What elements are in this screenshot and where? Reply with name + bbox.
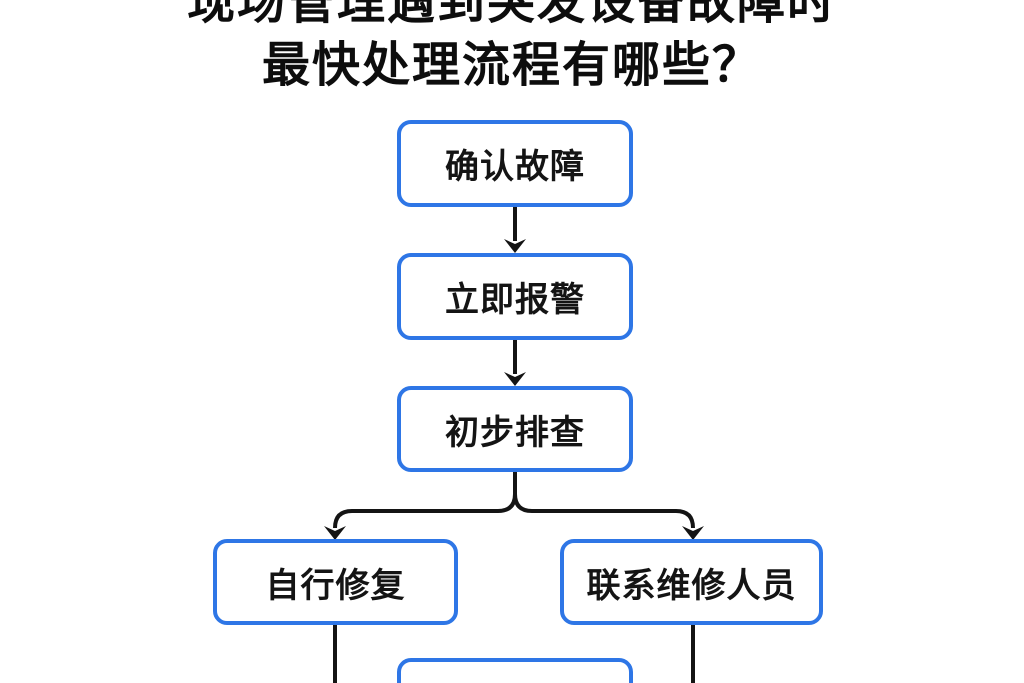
arrowhead-alarm-to-triage xyxy=(504,372,526,386)
arrowhead-confirm-to-alarm xyxy=(504,239,526,253)
flow-node-preliminary-check-label: 初步排查 xyxy=(445,413,585,452)
flow-node-self-repair: 自行修复 xyxy=(213,539,458,625)
flow-node-preliminary-check: 初步排查 xyxy=(397,386,633,472)
flow-node-contact-maintenance: 联系维修人员 xyxy=(560,539,823,625)
flow-node-report-alarm: 立即报警 xyxy=(397,253,633,340)
page-title-line2: 最快处理流程有哪些？ xyxy=(261,39,762,92)
arrowhead-branch-left xyxy=(324,526,346,540)
page-title-line1: 现场管理遇到突发设备故障时 xyxy=(186,0,837,29)
flow-node-final-cutoff xyxy=(397,658,633,683)
flow-node-confirm-fault-label: 确认故障 xyxy=(445,148,585,186)
branch-left xyxy=(333,493,517,529)
branch-right xyxy=(513,493,695,529)
arrowhead-branch-right xyxy=(682,526,704,540)
flow-node-contact-maintenance-label: 联系维修人员 xyxy=(586,566,797,605)
flow-node-self-repair-label: 自行修复 xyxy=(265,566,406,605)
flow-node-report-alarm-label: 立即报警 xyxy=(445,281,585,319)
flow-node-confirm-fault: 确认故障 xyxy=(397,120,633,207)
page-title: 现场管理遇到突发设备故障时 最快处理流程有哪些？ xyxy=(0,0,1024,97)
